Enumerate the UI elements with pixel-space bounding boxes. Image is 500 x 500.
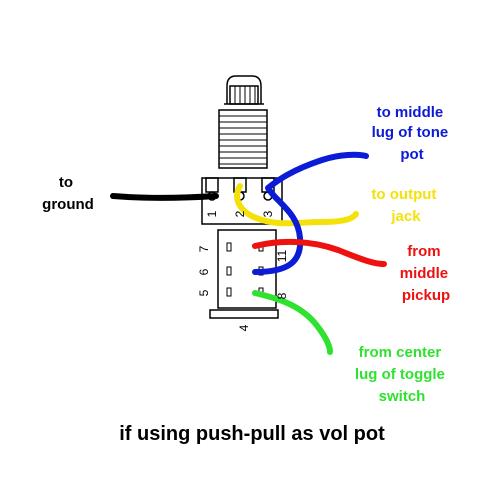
lug-number-4: 4 <box>237 324 251 331</box>
lug-number-7: 7 <box>197 245 211 252</box>
tone-pot-label: to middle lug of tone pot <box>372 104 453 163</box>
shaft-knurling <box>234 86 256 104</box>
pot-shaft <box>229 85 259 105</box>
push-pull-pot <box>201 75 283 319</box>
lug-number-3: 3 <box>261 210 275 217</box>
lug-number-2: 2 <box>233 210 247 217</box>
output-jack-wire <box>234 183 359 227</box>
lug-number-5: 5 <box>197 289 211 296</box>
toggle-switch-label: from center lug of toggle switch <box>355 344 449 405</box>
middle-pickup-wire <box>252 238 387 267</box>
wires <box>110 151 387 355</box>
lug-1 <box>205 177 219 193</box>
lug-numbers: 1 2 3 7 6 5 11 8 4 <box>197 210 289 331</box>
ground-wire <box>110 193 219 201</box>
pot-shaft-cap <box>226 75 262 104</box>
lug-number-8: 8 <box>275 292 289 299</box>
pot-base-plate <box>209 309 279 319</box>
diagram-caption: if using push-pull as vol pot <box>119 423 385 445</box>
bushing-threads <box>219 115 267 165</box>
pot-bushing <box>218 109 268 169</box>
output-jack-label: to output jack <box>371 186 440 225</box>
middle-pickup-label: from middle pickup <box>400 243 453 304</box>
ground-label: to ground <box>42 174 94 213</box>
lug-number-1: 1 <box>205 210 219 217</box>
lug-number-11: 11 <box>275 249 289 262</box>
tone-pot-wire <box>252 151 369 275</box>
lug-number-6: 6 <box>197 268 211 275</box>
toggle-switch-wire <box>252 290 333 355</box>
